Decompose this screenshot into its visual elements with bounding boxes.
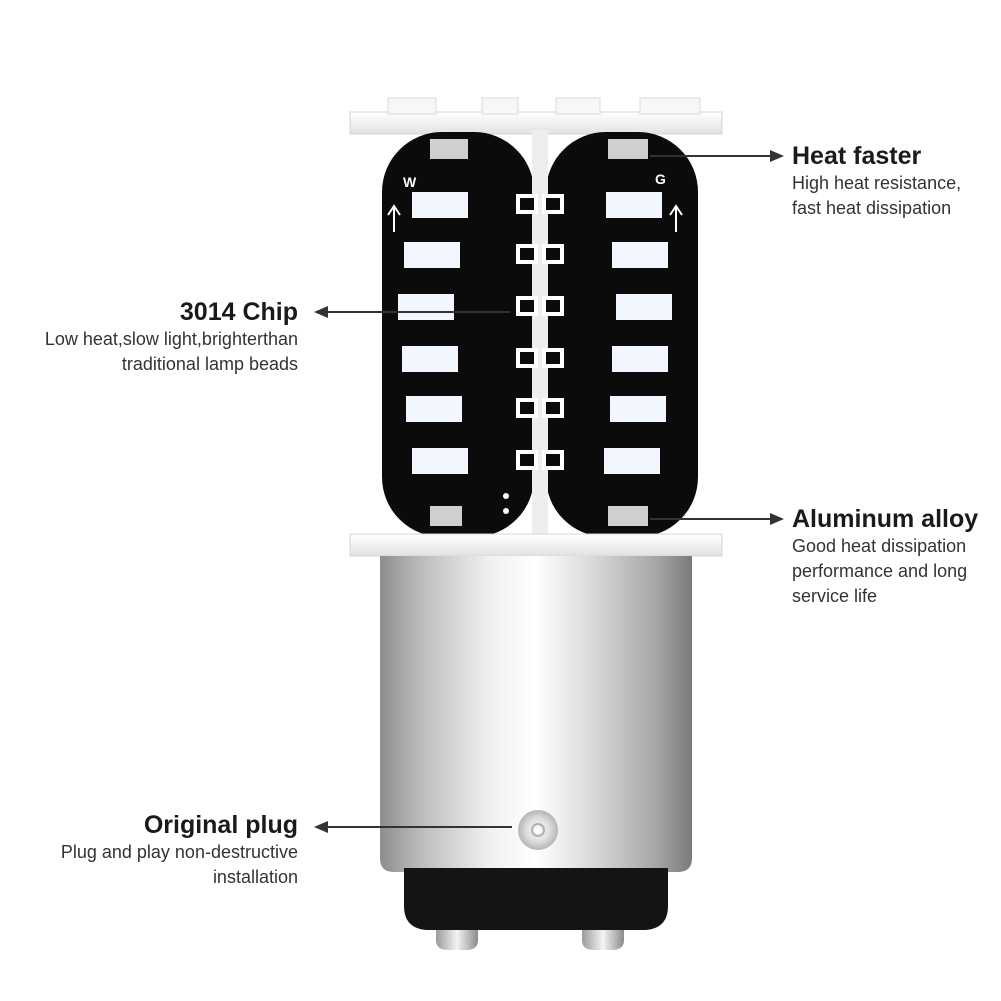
right-led-chips [604,192,672,474]
led-chip [402,346,458,372]
callout-line: High heat resistance, [792,173,962,193]
led-chip-inner [520,300,534,312]
led-chip-inner [546,198,560,210]
plug-end [404,868,668,950]
callout-line: installation [212,867,298,887]
led-chip [412,448,468,474]
callout-line: traditional lamp beads [121,354,298,374]
center-led-chips [516,194,564,470]
top-cap [349,97,723,135]
led-chip [412,192,468,218]
led-chip [612,346,668,372]
led-chip-inner [520,198,534,210]
pcb-marking-g: G [655,171,666,187]
callout-chip: 3014 Chip Low heat,slow light,brighterth… [0,297,298,377]
left-led-chips [398,192,468,474]
callout-plug: Original plug Plug and play non-destruct… [0,810,298,890]
led-chip-inner [546,402,560,414]
led-chip [398,294,454,320]
led-chip [404,242,460,268]
led-chip-inner [520,248,534,260]
pcb-right [546,132,698,537]
callout-heat-faster: Heat faster High heat resistance, fast h… [792,141,961,221]
callout-line: Good heat dissipation [792,536,967,556]
callout-title: Original plug [143,811,298,839]
led-chip [610,396,666,422]
callout-title: 3014 Chip [179,298,298,326]
metal-base [380,556,692,872]
callout-line: Low heat,slow light,brighterthan [44,329,298,349]
led-chip [616,294,672,320]
center-divider [532,130,548,540]
callout-line: fast heat dissipation [792,198,952,218]
callout-line: service life [792,586,878,606]
led-chip [604,448,660,474]
lower-collar [349,533,723,557]
led-chip-inner [546,300,560,312]
leader-lines [314,150,784,833]
pcb-marking-w: W [403,174,417,190]
callout-line: Plug and play non-destructive [60,842,298,862]
led-board: W G [382,130,698,540]
up-arrow-icon [387,204,401,232]
callout-title: Aluminum alloy [792,505,979,533]
led-chip-inner [520,352,534,364]
led-chip-inner [546,352,560,364]
led-chip-inner [520,454,534,466]
callout-line: performance and long [792,561,968,581]
up-arrow-icon [669,204,683,232]
led-chip [606,192,662,218]
led-chip-inner [546,248,560,260]
led-chip-inner [520,402,534,414]
led-chip [612,242,668,268]
pcb-left [382,132,534,537]
callout-title: Heat faster [792,142,922,170]
led-chip-inner [546,454,560,466]
callout-aluminum: Aluminum alloy Good heat dissipation per… [792,504,978,609]
bayonet-pin [518,810,558,850]
led-chip [406,396,462,422]
